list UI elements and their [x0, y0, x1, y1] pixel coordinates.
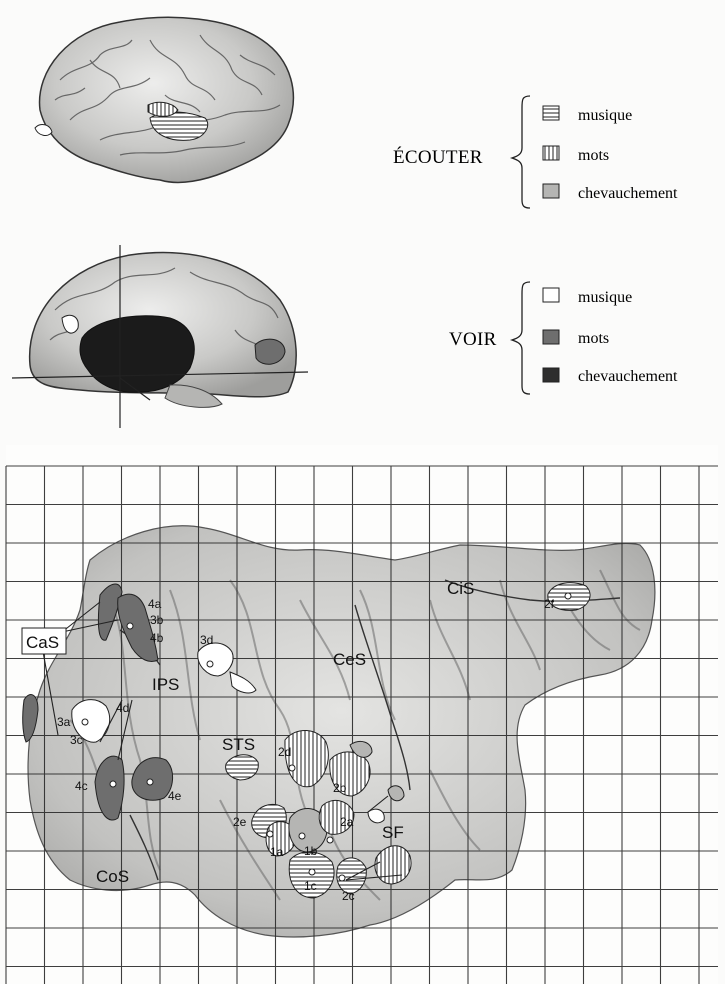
spot-4b: 4b [150, 631, 164, 645]
spot-3a: 3a [57, 715, 71, 729]
legend-see-music-label: musique [578, 289, 632, 306]
spot-3c: 3c [70, 733, 83, 747]
spot-1c: 1c [304, 879, 317, 893]
legend-see-music-swatch [543, 288, 559, 302]
spot-2b: 2b [333, 781, 347, 795]
legend-listen [512, 96, 559, 208]
spot-4e: 4e [168, 789, 182, 803]
legend-see-overlap-label: chevauchement [578, 368, 678, 385]
legend-see-title: VOIR [449, 329, 497, 350]
legend-listen-overlap-swatch [543, 184, 559, 198]
legend-listen-words-label: mots [578, 147, 609, 164]
lateral-brain [35, 17, 293, 182]
spot-2f: 2f [544, 597, 555, 611]
sulcus-ips-label: IPS [152, 675, 179, 694]
sulcus-sf-label: SF [382, 823, 404, 842]
legend-see [512, 282, 559, 394]
flat-map: CaS IPS STS CeS CiS CoS SF 4a 3b 4b 3d 3… [6, 445, 718, 984]
sulcus-sts-label: STS [222, 735, 255, 754]
spot-4d: 4d [116, 701, 129, 715]
legend-listen-title: ÉCOUTER [393, 146, 483, 168]
spot-3b: 3b [150, 613, 164, 627]
legend-listen-overlap-label: chevauchement [578, 185, 678, 202]
sulcus-cas-label: CaS [26, 633, 59, 652]
sulcus-cos-label: CoS [96, 867, 129, 886]
legend-see-overlap-swatch [543, 368, 559, 382]
sulcus-ces-label: CeS [333, 650, 366, 669]
spot-1b: 1b [304, 844, 318, 858]
legend-listen-music-label: musique [578, 107, 632, 124]
spot-2d: 2d [278, 745, 291, 759]
medial-brain [12, 245, 308, 428]
spot-3d: 3d [200, 633, 213, 647]
spot-2c: 2c [342, 889, 355, 903]
legend-listen-words-swatch [543, 146, 559, 160]
spot-2a: 2a [340, 815, 354, 829]
legend-see-words-label: mots [578, 330, 609, 347]
legend-listen-music-swatch [543, 106, 559, 120]
spot-4c: 4c [75, 779, 88, 793]
spot-1a: 1a [270, 845, 284, 859]
spot-2e: 2e [233, 815, 247, 829]
medial-see-words-patch [255, 339, 285, 364]
sulcus-cis-label: CiS [447, 579, 474, 598]
spot-4a: 4a [148, 597, 162, 611]
legend-see-words-swatch [543, 330, 559, 344]
